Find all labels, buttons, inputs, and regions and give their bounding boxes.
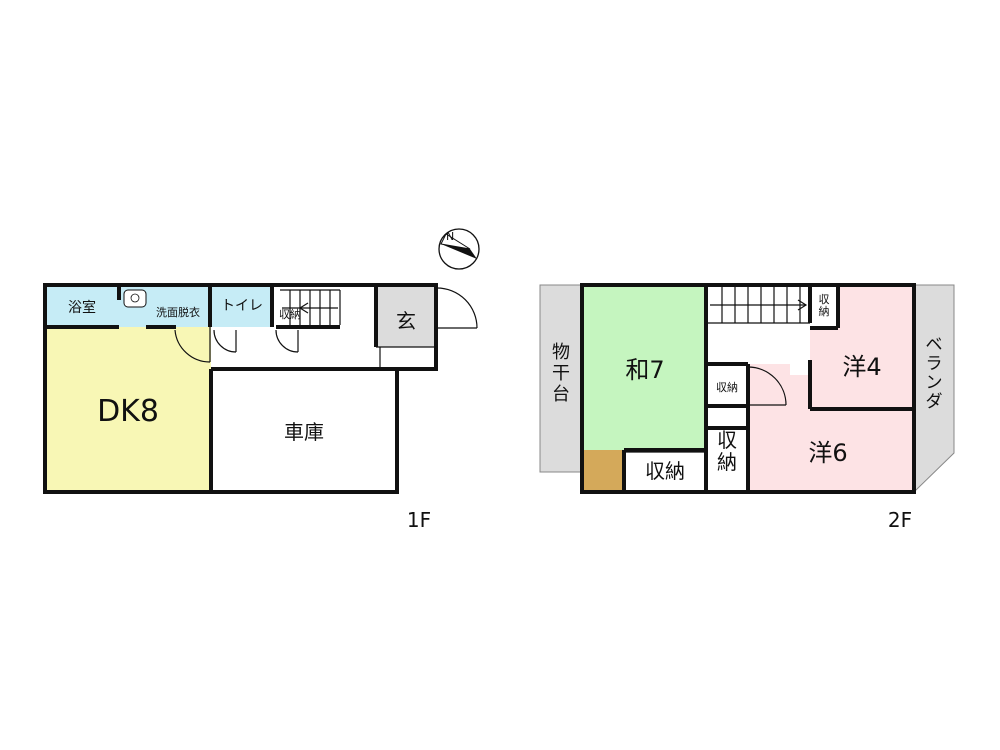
floor-2-plan: 和7 収納 洋4 洋6 収納 2F <box>539 283 955 532</box>
wood-corner <box>584 450 624 492</box>
drying-label: 物干台 <box>552 342 570 405</box>
vertical-char: 収 <box>819 293 830 306</box>
entrance-area <box>376 285 436 347</box>
vertical-char: ベ <box>926 335 943 355</box>
vertical-char: ン <box>926 373 943 393</box>
yo6-label: 洋6 <box>808 439 847 467</box>
drying-platform <box>539 284 583 473</box>
bath-label: 浴室 <box>68 299 96 316</box>
storage-1f-label: 収納 <box>279 308 301 321</box>
svg-text:N: N <box>446 230 454 243</box>
toilet-label: トイレ <box>221 298 263 314</box>
compass-icon: N <box>438 228 480 270</box>
staircase-1f <box>280 289 341 325</box>
floor-2-label: 2F <box>888 508 912 532</box>
storage-small-label: 収納 <box>716 381 738 394</box>
toilet-room <box>212 285 272 327</box>
dk-room <box>45 327 211 492</box>
vertical-char: 納 <box>819 305 830 318</box>
floor-1-plan: 浴室 洗面脱衣 トイレ 収納 玄 DK8 車庫 1F <box>43 283 478 532</box>
yo4-room <box>810 287 914 409</box>
bath-room <box>45 285 119 327</box>
storage-washitsu <box>624 450 706 492</box>
washitsu-label: 和7 <box>625 356 664 384</box>
vertical-char: 納 <box>717 450 737 474</box>
washitsu-room <box>584 287 706 450</box>
storage-washitsu-label: 収納 <box>645 459 685 483</box>
vertical-char: 台 <box>552 384 570 405</box>
storage-tall-label: 収納 <box>717 428 737 474</box>
vertical-char: 物 <box>552 342 570 363</box>
yo4-label: 洋4 <box>842 353 881 381</box>
vertical-char: 干 <box>552 363 570 384</box>
vertical-char: 収 <box>717 428 737 452</box>
dk-label: DK8 <box>97 394 159 429</box>
staircase-2f <box>706 287 810 324</box>
vertical-char: ダ <box>926 392 943 412</box>
vertical-char: ラ <box>926 354 943 374</box>
garage <box>211 369 397 492</box>
washroom-label: 洗面脱衣 <box>156 305 200 319</box>
floor-1-label: 1F <box>407 508 431 532</box>
garage-label: 車庫 <box>284 420 324 444</box>
storage-stair-vertical: 収納 <box>819 293 830 318</box>
yo6-room <box>748 364 914 492</box>
entrance-label: 玄 <box>396 309 416 333</box>
sink-icon <box>123 289 147 308</box>
